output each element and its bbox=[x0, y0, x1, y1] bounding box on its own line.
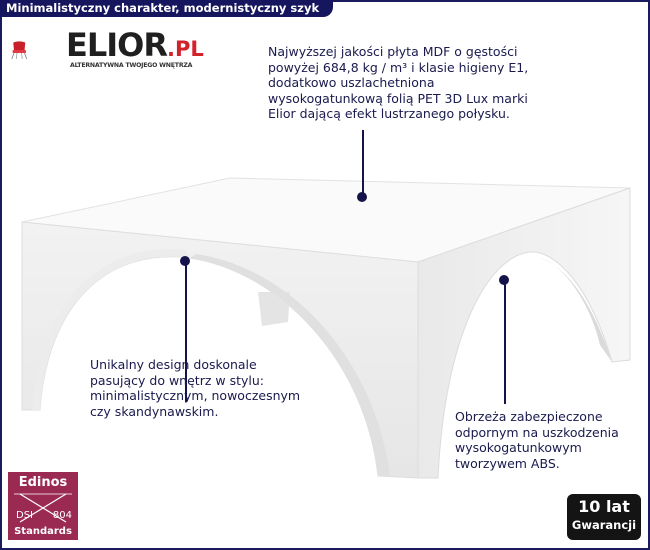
edinos-name: Edinos bbox=[18, 475, 68, 490]
callout-text-right: Obrzeża zabezpieczone odpornym na uszkod… bbox=[455, 409, 619, 471]
page-title: Minimalistyczny charakter, modernistyczn… bbox=[0, 0, 334, 17]
warranty-badge: 10 lat Gwarancji bbox=[567, 494, 641, 540]
chair-icon bbox=[11, 41, 28, 60]
callout-line-left bbox=[185, 262, 187, 402]
callout-text-left: Unikalny design doskonale pasujący do wn… bbox=[90, 357, 301, 419]
callout-line-right bbox=[504, 282, 506, 404]
callout-dot-left bbox=[180, 256, 190, 266]
warranty-years: 10 lat bbox=[578, 497, 630, 516]
edinos-standards-badge: Edinos DSI 804 Standards bbox=[8, 472, 78, 540]
brand-name: ELIOR.PL bbox=[66, 26, 204, 64]
warranty-label: Gwarancji bbox=[571, 518, 637, 532]
edinos-label: Standards bbox=[14, 526, 72, 537]
callout-dot-right bbox=[499, 275, 509, 285]
callout-text-top: Najwyższej jakości płyta MDF o gęstości … bbox=[268, 44, 529, 121]
brand-tagline: ALTERNATYWNA TWOJEGO WNĘTRZA bbox=[70, 62, 193, 69]
edinos-emblem-icon bbox=[14, 493, 72, 523]
callout-dot-top bbox=[357, 192, 367, 202]
edinos-code: 804 bbox=[52, 510, 72, 521]
edinos-dsi: DSI bbox=[16, 510, 33, 521]
callout-line-top bbox=[362, 130, 364, 196]
